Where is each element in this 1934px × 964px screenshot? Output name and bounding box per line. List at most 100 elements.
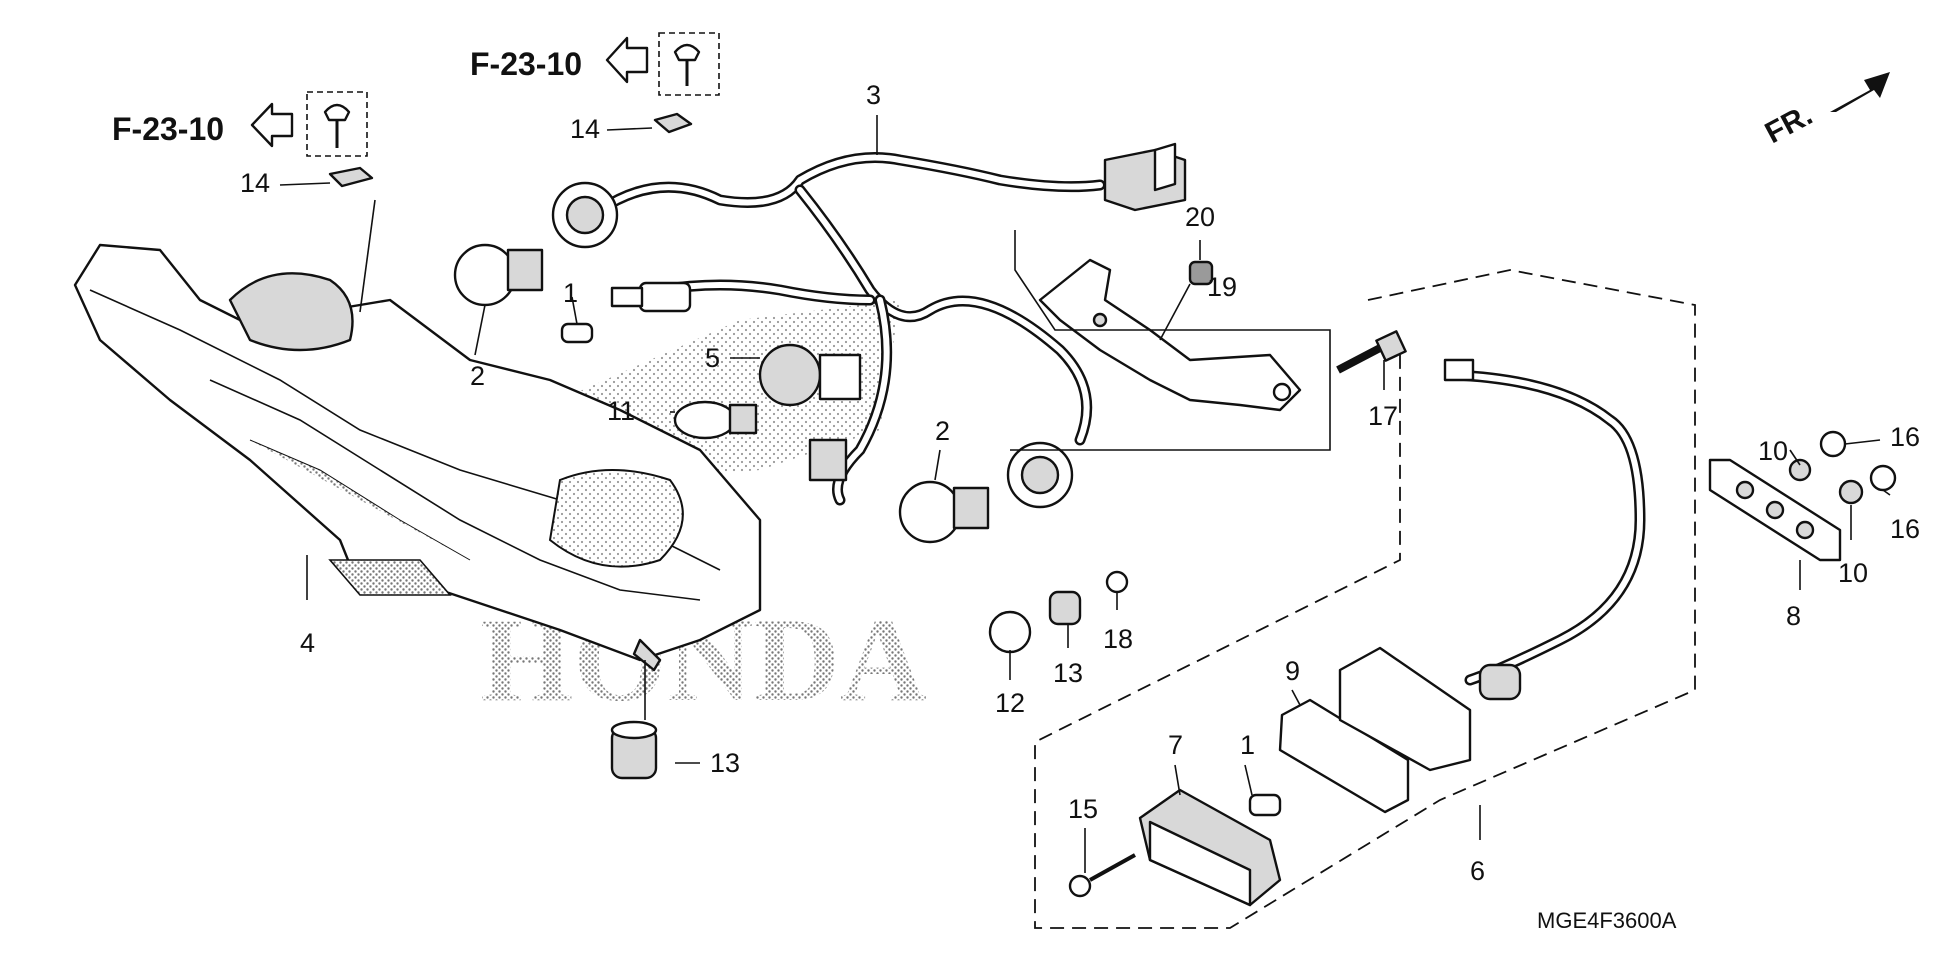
callout-18: 18 bbox=[1103, 624, 1133, 654]
bulb-2-upper bbox=[453, 243, 544, 307]
callout-17: 17 bbox=[1368, 401, 1398, 431]
leader bbox=[571, 296, 578, 325]
clip-nut-left bbox=[328, 166, 374, 188]
socket-housing bbox=[818, 353, 862, 401]
wedge-bulb-lower bbox=[1248, 793, 1282, 817]
callout-1-lower: 1 bbox=[1240, 730, 1255, 760]
callout-15: 15 bbox=[1068, 794, 1098, 824]
callout-20: 20 bbox=[1185, 202, 1215, 232]
mini-socket bbox=[610, 281, 692, 313]
screw-icon bbox=[673, 43, 701, 62]
lens-bulb-area bbox=[548, 469, 684, 568]
clip-nut-top bbox=[653, 112, 693, 134]
collar-16-upper bbox=[1819, 430, 1847, 458]
light-housing bbox=[1338, 646, 1472, 772]
wire-harness bbox=[594, 142, 1187, 506]
grommet-top bbox=[610, 720, 658, 740]
cross-reference-label[interactable]: F-23-10 bbox=[470, 46, 582, 82]
gasket-9 bbox=[1278, 698, 1410, 814]
callout-16-upper: 16 bbox=[1890, 422, 1920, 452]
callout-8: 8 bbox=[1786, 601, 1801, 631]
arrow-left-icon bbox=[605, 36, 649, 84]
screw-shank bbox=[1089, 853, 1136, 882]
callout-11: 11 bbox=[607, 396, 635, 426]
nut-20 bbox=[1188, 260, 1214, 286]
connector-body bbox=[808, 438, 848, 482]
socket-body bbox=[758, 343, 822, 407]
lens-7 bbox=[1138, 788, 1282, 907]
callout-12: 12 bbox=[995, 688, 1025, 718]
dashed-box bbox=[658, 32, 720, 96]
bulb-glass bbox=[453, 243, 517, 307]
screw-icon bbox=[323, 103, 351, 122]
callout-2-lower: 2 bbox=[935, 416, 950, 446]
leader bbox=[1159, 283, 1191, 341]
bracket-hole bbox=[1272, 382, 1292, 402]
leader bbox=[1789, 449, 1801, 466]
socket-core bbox=[565, 195, 605, 235]
lens-stripe bbox=[249, 439, 471, 561]
callout-10-upper: 10 bbox=[1758, 436, 1788, 466]
callout-7: 7 bbox=[1168, 730, 1183, 760]
plate-hole bbox=[1795, 520, 1815, 540]
diagram-code: MGE4F3600A bbox=[1537, 908, 1677, 933]
nut-10-lower bbox=[1838, 479, 1864, 505]
cross-reference-left[interactable]: F-23-10 bbox=[112, 91, 368, 157]
leader bbox=[1882, 489, 1891, 496]
callout-13-lower: 13 bbox=[710, 748, 740, 778]
callout-2-upper: 2 bbox=[470, 361, 485, 391]
grommet-lower bbox=[610, 660, 658, 780]
collar-12 bbox=[988, 610, 1032, 654]
bracket-bracket-line bbox=[1010, 230, 1331, 451]
license-light-harness bbox=[1443, 358, 1646, 701]
plate-8 bbox=[1708, 458, 1842, 562]
bolt-shank bbox=[1336, 344, 1382, 374]
callout-16-lower: 16 bbox=[1890, 514, 1920, 544]
screw-head bbox=[1068, 874, 1092, 898]
callout-14-left: 14 bbox=[240, 168, 270, 198]
callout-9: 9 bbox=[1285, 656, 1300, 686]
plate-hole bbox=[1765, 500, 1785, 520]
taillight-housing bbox=[73, 243, 762, 672]
cross-reference-top[interactable]: F-23-10 bbox=[470, 32, 720, 96]
lower-socket bbox=[1478, 663, 1522, 701]
harness-branch-inner bbox=[657, 282, 873, 303]
bolt-head bbox=[1375, 330, 1407, 362]
leader bbox=[934, 449, 941, 481]
callout-5: 5 bbox=[705, 343, 720, 373]
leader bbox=[279, 182, 331, 186]
callout-13-upper: 13 bbox=[1053, 658, 1083, 688]
callout-19: 19 bbox=[1207, 272, 1237, 302]
harness-plug bbox=[1443, 358, 1475, 382]
front-label: FR. bbox=[1760, 98, 1818, 150]
washer-18 bbox=[1105, 570, 1129, 594]
bulb-glass bbox=[673, 400, 737, 440]
callout-numbers: 14 14 3 2 1 5 11 2 4 13 12 13 18 20 19 1… bbox=[240, 80, 1920, 886]
collar-16-lower bbox=[1869, 464, 1897, 492]
socket-5 bbox=[758, 343, 862, 407]
bulb-base bbox=[506, 248, 544, 292]
lamp-socket-recess bbox=[228, 272, 354, 352]
socket-core bbox=[1020, 455, 1060, 495]
leader bbox=[1244, 764, 1253, 796]
arrow-left-icon bbox=[250, 102, 294, 148]
socket-tip bbox=[610, 286, 644, 308]
bracket-hole bbox=[1092, 312, 1108, 328]
housing-crease bbox=[209, 379, 701, 601]
callout-14-top: 14 bbox=[570, 114, 600, 144]
bulb-2-lower bbox=[898, 480, 990, 544]
dashed-box bbox=[306, 91, 368, 157]
bolt-17 bbox=[1336, 330, 1407, 374]
lower-lens bbox=[328, 559, 452, 596]
leader-lines bbox=[279, 115, 1891, 873]
callout-4: 4 bbox=[300, 628, 315, 658]
leader bbox=[606, 127, 653, 131]
bulb-socket-upper bbox=[551, 181, 619, 249]
bulb-11 bbox=[673, 400, 758, 440]
bracket-body bbox=[1038, 258, 1302, 412]
callout-10-lower: 10 bbox=[1838, 558, 1868, 588]
bulb-base bbox=[952, 486, 990, 530]
cross-reference-label[interactable]: F-23-10 bbox=[112, 111, 224, 147]
